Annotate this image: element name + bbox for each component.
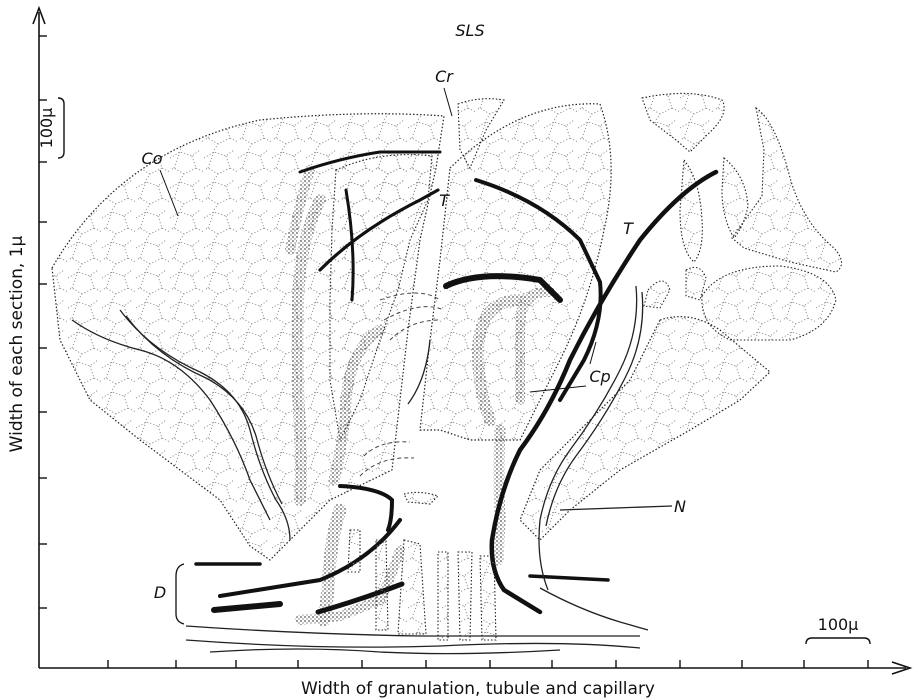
y-axis-title: Width of each section, 1μ	[7, 235, 27, 452]
fragment-mid-a	[680, 160, 702, 262]
x-axis-title: Width of granulation, tubule and capilla…	[301, 679, 655, 699]
label-cp: Cp	[589, 367, 610, 386]
x-axis-ticks	[108, 660, 868, 668]
scale-bar-vertical-label: 100μ	[37, 108, 56, 149]
label-n: N	[674, 497, 686, 516]
header-label: SLS	[455, 21, 484, 40]
label-d: D	[154, 583, 166, 602]
label-t-left: T	[439, 191, 450, 210]
fragment-right-spike	[732, 108, 842, 272]
fragment-right-oval	[702, 266, 836, 340]
label-t-right: T	[623, 219, 634, 238]
leader-cr	[444, 88, 452, 116]
vertical-scale-bar	[58, 98, 64, 158]
bottom-columns	[348, 492, 496, 640]
fragment-top-right-a	[642, 93, 724, 152]
fragment-small-b	[644, 281, 670, 308]
horizontal-scale-bar	[806, 638, 870, 644]
label-co: Co	[142, 149, 163, 168]
scale-bar-horizontal-label: 100μ	[818, 615, 859, 634]
label-cr: Cr	[435, 67, 454, 86]
brace-d	[176, 564, 184, 624]
